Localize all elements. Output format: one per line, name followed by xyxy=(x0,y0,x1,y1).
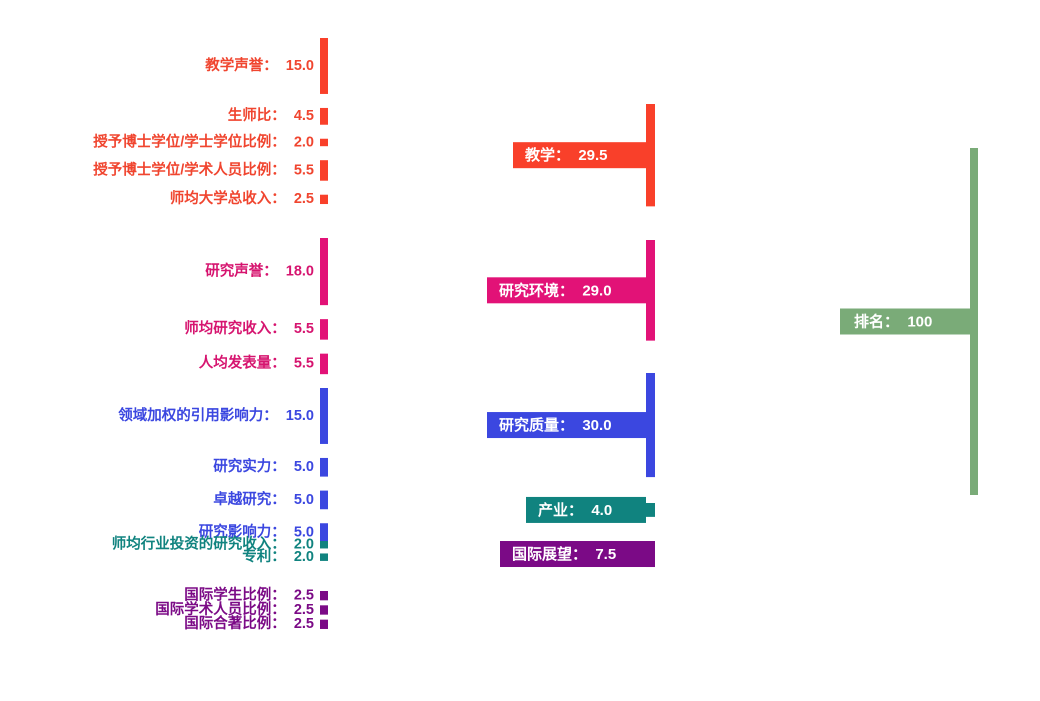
sankey-node-mid xyxy=(646,503,655,517)
sankey-link xyxy=(655,469,970,567)
sankey-link xyxy=(328,38,646,156)
source-node-label: 研究实力： 5.0 xyxy=(213,457,314,475)
sankey-node-mid xyxy=(646,104,655,207)
sankey-node-final xyxy=(970,148,978,495)
source-node-label: 授予博士学位/学士学位比例： 2.0 xyxy=(93,132,314,150)
source-node-label: 卓越研究： 5.0 xyxy=(213,490,314,508)
nodes-layer xyxy=(320,38,978,629)
sankey-node-source xyxy=(320,107,328,125)
mid-node-badge xyxy=(526,496,646,523)
sankey-node-source xyxy=(320,353,328,375)
mid-node-label: 研究环境： 29.0 xyxy=(499,281,612,299)
source-node-label: 师均行业投资的研究收入： 2.0 xyxy=(112,535,314,553)
mid-node-badge xyxy=(487,412,646,439)
sankey-node-mid xyxy=(646,373,655,478)
sankey-link xyxy=(655,104,970,250)
final-node-badge xyxy=(840,308,970,335)
sankey-node-source xyxy=(320,523,328,542)
sankey-link xyxy=(328,195,646,207)
sankey-node-source xyxy=(320,138,328,147)
mid-node-badge xyxy=(500,541,646,568)
mid-node-label: 研究质量： 30.0 xyxy=(499,416,612,434)
sankey-link xyxy=(655,455,970,517)
sankey-node-source xyxy=(320,490,328,510)
sankey-link xyxy=(328,302,646,339)
sankey-node-mid xyxy=(646,541,655,568)
source-node-label: 生师比： 4.5 xyxy=(228,106,314,124)
source-node-label: 师均大学总收入： 2.5 xyxy=(170,189,314,207)
labels-layer: 教学声誉： 15.0 生师比： 4.5 授予博士学位/学士学位比例： 2.0 授予博士… xyxy=(93,56,970,632)
sankey-node-source xyxy=(320,38,328,94)
sankey-node-source xyxy=(320,194,328,205)
mid-node-label: 教学： 29.5 xyxy=(524,146,608,164)
source-node-label: 师均研究收入： 5.5 xyxy=(184,319,314,337)
source-node-label: 研究声誉： 18.0 xyxy=(205,261,314,279)
source-node-label: 领域加权的引用影响力： 15.0 xyxy=(118,406,314,424)
sankey-node-mid xyxy=(646,240,655,341)
mid-node-badge xyxy=(487,277,646,304)
sankey-node-source xyxy=(320,591,328,601)
source-node-label: 国际合著比例： 2.5 xyxy=(184,614,314,632)
sankey-node-source xyxy=(320,553,328,561)
sankey-node-source xyxy=(320,605,328,615)
sankey-link xyxy=(328,558,646,629)
mid-node-label: 国际展望： 7.5 xyxy=(512,545,616,563)
sankey-link xyxy=(655,351,970,477)
sankey-node-source xyxy=(320,319,328,340)
sankey-node-source xyxy=(320,541,328,549)
sankey-node-source xyxy=(320,619,328,629)
source-node-label: 研究影响力： 5.0 xyxy=(199,522,314,540)
source-node-label: 专利： 2.0 xyxy=(242,547,314,565)
source-node-label: 国际学术人员比例： 2.5 xyxy=(155,600,314,618)
final-node-label: 排名： 100 xyxy=(854,312,932,330)
source-node-label: 人均发表量： 5.5 xyxy=(199,354,314,372)
source-node-label: 教学声誉： 15.0 xyxy=(204,56,314,74)
sankey-link xyxy=(328,322,646,375)
sankey-node-source xyxy=(320,238,328,306)
mid-node-badge xyxy=(513,142,646,169)
source-node-label: 国际学生比例： 2.5 xyxy=(184,585,314,603)
sankey-node-source xyxy=(320,160,328,181)
mid-node-label: 产业： 4.0 xyxy=(538,501,612,519)
sankey-node-source xyxy=(320,457,328,477)
source-node-label: 授予博士学位/学术人员比例： 5.5 xyxy=(93,160,314,178)
sankey-node-source xyxy=(320,388,328,444)
